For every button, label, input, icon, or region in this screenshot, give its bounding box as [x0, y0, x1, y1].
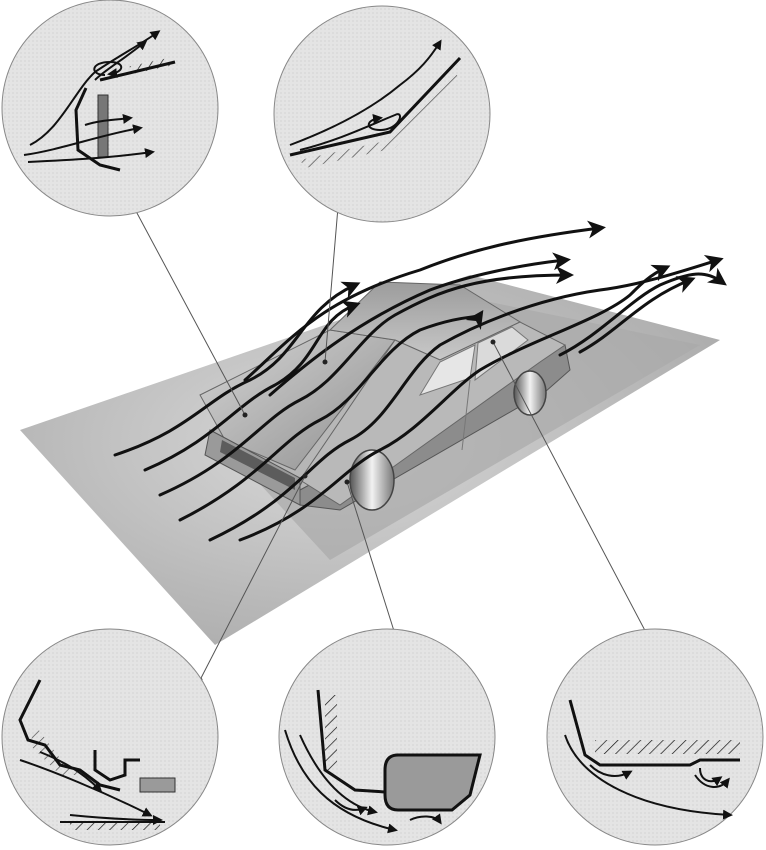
car-grille [220, 440, 295, 490]
car-rear-wheel [513, 370, 547, 416]
leader-lines [129, 199, 651, 681]
streamline [268, 252, 571, 397]
wheel-well-tire [383, 753, 482, 812]
inset-radiator-grille-flow [1, 0, 219, 217]
car-front-wheel [349, 449, 395, 511]
inset-front-underbody-flow [1, 628, 219, 846]
streamline [143, 300, 361, 472]
inset-windshield-separation [273, 5, 491, 223]
streamline [113, 281, 361, 457]
inset-underfloor-step-vortices [546, 628, 764, 846]
streamline [243, 220, 606, 382]
streamline [578, 276, 696, 354]
streamline [558, 267, 727, 357]
streamline [208, 255, 724, 542]
streamline [178, 310, 484, 522]
car [199, 281, 571, 511]
streamline [158, 266, 574, 497]
streamline [238, 264, 671, 542]
inset-wheel-well-flow [278, 628, 496, 846]
airflow-streamlines [113, 220, 727, 542]
car-front-window [418, 344, 476, 396]
